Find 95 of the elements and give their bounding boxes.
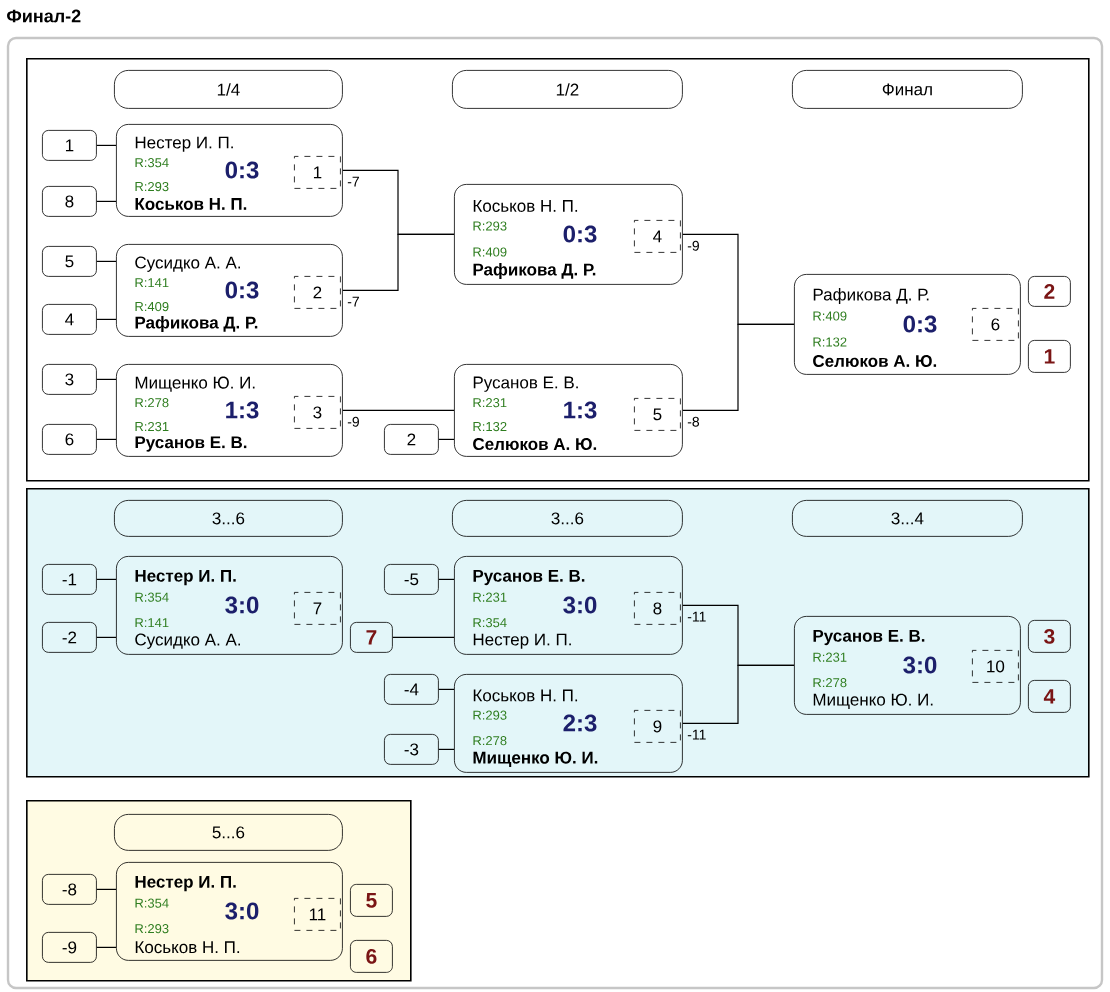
player-name: Коськов Н. П. xyxy=(135,941,240,954)
match-number-box: 7 xyxy=(294,592,341,625)
round-header: 3...4 xyxy=(792,500,1023,537)
match-number-box: 1 xyxy=(294,156,341,189)
connector-line xyxy=(96,636,117,638)
round-header: 1/4 xyxy=(114,70,343,109)
place-box: 3 xyxy=(1028,620,1071,653)
connector-line xyxy=(682,323,795,411)
match-number-box: 6 xyxy=(972,308,1019,341)
score: 0:3 xyxy=(903,315,937,333)
score: 2:3 xyxy=(563,714,597,732)
player-name: Нестер И. П. xyxy=(135,136,233,152)
place-box: 1 xyxy=(1028,340,1071,373)
seed-box: 8 xyxy=(42,186,97,217)
seed-box: -4 xyxy=(384,674,439,705)
seed-box: -8 xyxy=(42,874,97,905)
score: 1:3 xyxy=(226,401,259,419)
seed-box: -2 xyxy=(42,622,97,653)
connector-line xyxy=(342,409,455,411)
seed-box: 5 xyxy=(42,246,97,277)
player-name: Рафикова Д. Р. xyxy=(813,288,929,304)
player-name: Мищенко Ю. И. xyxy=(473,751,598,767)
score: 1:3 xyxy=(564,401,597,419)
match-number-box: 10 xyxy=(972,650,1019,683)
score: 3:0 xyxy=(563,596,597,614)
round-header: 1/2 xyxy=(452,70,683,109)
seed-box: 4 xyxy=(42,304,97,335)
player-name: Русанов Е. В. xyxy=(135,436,247,452)
score: 0:3 xyxy=(225,161,259,179)
seed-box: 2 xyxy=(384,424,439,455)
connector-line xyxy=(96,578,117,580)
place-box: 2 xyxy=(1028,276,1071,307)
score: 3:0 xyxy=(225,902,259,920)
connector-line xyxy=(96,200,117,202)
place-box: 7 xyxy=(350,622,393,653)
connector-line xyxy=(438,438,455,440)
connector-line xyxy=(438,578,455,580)
bracket-panel xyxy=(26,488,1090,778)
connector-line xyxy=(96,260,117,262)
connector-line xyxy=(392,636,455,638)
score: 0:3 xyxy=(563,225,597,243)
seed-box: -5 xyxy=(384,564,439,595)
round-header: 3...6 xyxy=(114,500,343,537)
connector-line xyxy=(96,378,117,380)
player-name: Русанов Е. В. xyxy=(473,376,578,392)
seed-box: 3 xyxy=(42,364,97,395)
seed-box: -1 xyxy=(42,564,97,595)
connector-line xyxy=(682,664,795,724)
score: 0:3 xyxy=(225,281,259,299)
player-name: Русанов Е. В. xyxy=(813,629,925,646)
score: 3:0 xyxy=(225,596,259,614)
connector-line xyxy=(342,233,455,291)
player-name: Коськов Н. П. xyxy=(473,200,578,212)
match-number-box: 8 xyxy=(634,592,681,625)
player-name: Коськов Н. П. xyxy=(135,198,247,210)
round-header: 5...6 xyxy=(114,814,343,851)
score: 3:0 xyxy=(903,656,937,674)
player-name: Селюков А. Ю. xyxy=(813,355,937,367)
seed-box: -9 xyxy=(42,932,97,963)
player-name: Сусидко А. А. xyxy=(135,256,240,272)
player-name: Русанов Е. В. xyxy=(473,569,585,586)
player-name: Мищенко Ю. И. xyxy=(135,376,255,392)
player-name: Рафикова Д. Р. xyxy=(473,263,596,279)
player-name: Нестер И. П. xyxy=(473,633,571,649)
bracket-panel xyxy=(26,800,412,982)
match-number-box: 11 xyxy=(294,898,341,931)
match-number-box: 3 xyxy=(294,396,341,429)
match-number-box: 5 xyxy=(634,398,681,431)
connector-line xyxy=(438,748,455,750)
connector-line xyxy=(96,318,117,320)
place-box: 5 xyxy=(350,884,393,917)
seed-box: -3 xyxy=(384,734,439,765)
bracket-panel xyxy=(26,58,1090,482)
match-number-box: 2 xyxy=(294,276,341,309)
title: Финал-2 xyxy=(7,9,81,23)
player-name: Нестер И. П. xyxy=(135,875,236,892)
connector-line xyxy=(96,946,117,948)
connector-line xyxy=(96,144,117,146)
seed-box: 1 xyxy=(42,130,97,161)
round-header: 3...6 xyxy=(452,500,683,537)
player-name: Рафикова Д. Р. xyxy=(135,316,258,332)
player-name: Нестер И. П. xyxy=(135,569,236,586)
match-number-box: 4 xyxy=(634,220,681,253)
player-name: Коськов Н. П. xyxy=(473,689,578,702)
match-number-box: 9 xyxy=(634,710,681,743)
connector-line xyxy=(96,438,117,440)
round-header: Финал xyxy=(792,70,1023,109)
connector-line xyxy=(438,688,455,690)
player-name: Мищенко Ю. И. xyxy=(813,693,933,709)
player-name: Селюков А. Ю. xyxy=(473,438,597,451)
connector-line xyxy=(96,888,117,890)
seed-box: 6 xyxy=(42,424,97,455)
place-box: 4 xyxy=(1028,680,1071,713)
place-box: 6 xyxy=(350,940,393,973)
player-name: Сусидко А. А. xyxy=(135,633,240,649)
